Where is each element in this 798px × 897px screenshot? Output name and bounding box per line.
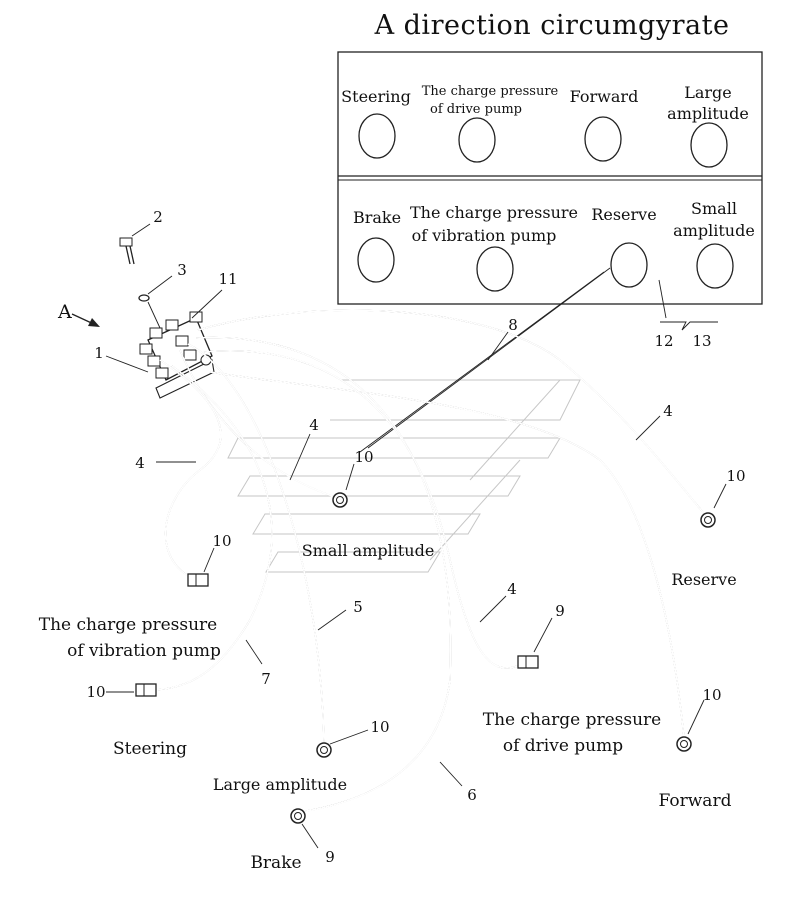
part-number-9-drive: 9 — [555, 602, 565, 620]
port-steering — [358, 113, 396, 159]
hose-label-steering: Steering — [113, 739, 187, 759]
part-number-8: 8 — [508, 316, 518, 334]
part-number-2: 2 — [153, 208, 163, 226]
fitting-vibration — [187, 573, 209, 587]
fitting-small-amplitude — [332, 492, 348, 508]
fitting-charge-drive — [517, 655, 539, 669]
panel-label-charge-vib-2: of vibration pump — [412, 226, 557, 245]
port-forward — [584, 116, 622, 162]
part-number-4-right: 4 — [507, 580, 517, 598]
fitting-large-amplitude — [316, 742, 332, 758]
port-charge-vibration — [476, 246, 514, 292]
hose-label-forward: Forward — [659, 791, 732, 811]
panel-label-small-amp-2: amplitude — [673, 221, 755, 240]
washer — [138, 294, 150, 302]
part-number-9-brake: 9 — [325, 848, 335, 866]
hose-label-charge-vibration-1: The charge pressure — [39, 615, 217, 635]
callout-13: 13 — [692, 332, 711, 350]
hose-label-brake: Brake — [250, 853, 301, 873]
part-number-4-mid: 4 — [309, 416, 319, 434]
hose-label-charge-drive-1: The charge pressure — [483, 710, 661, 730]
panel-label-forward: Forward — [570, 87, 639, 106]
panel-label-small-amp-1: Small — [691, 199, 737, 218]
view-marker: A — [57, 301, 72, 323]
hoses — [149, 309, 707, 813]
port-large-amplitude — [690, 122, 728, 168]
part-number-10-large: 10 — [370, 718, 389, 736]
part-number-3: 3 — [177, 261, 187, 279]
hose-label-charge-drive-2: of drive pump — [503, 736, 623, 756]
panel-label-charge-vib-1: The charge pressure — [410, 203, 578, 222]
panel-label-brake: Brake — [353, 208, 401, 227]
bolt — [119, 237, 135, 265]
port-small-amplitude — [696, 243, 734, 289]
port-panel: Steering The charge pressure of drive pu… — [337, 51, 763, 350]
fitting-forward — [676, 736, 692, 752]
port-charge-drive — [458, 117, 496, 163]
part-number-10-forward: 10 — [702, 686, 721, 704]
panel-label-charge-drive-2: of drive pump — [430, 102, 522, 117]
fitting-brake — [290, 808, 306, 824]
fitting-reserve — [700, 512, 716, 528]
part-number-4-top: 4 — [663, 402, 673, 420]
manifold-block — [139, 311, 215, 399]
panel-label-large-amp-2: amplitude — [667, 104, 749, 123]
port-brake — [357, 237, 395, 283]
panel-label-large-amp-1: Large — [684, 83, 732, 102]
hose-label-reserve: Reserve — [671, 570, 736, 589]
part-number-5: 5 — [353, 598, 363, 616]
part-number-6: 6 — [467, 786, 477, 804]
part-number-7: 7 — [261, 670, 271, 688]
part-number-10-steering: 10 — [86, 683, 105, 701]
hose-label-charge-vibration-2: of vibration pump — [67, 641, 221, 661]
part-number-10-reserve: 10 — [726, 467, 745, 485]
panel-label-steering: Steering — [341, 87, 411, 106]
view-arrow-a: A — [57, 301, 100, 327]
diagram-title: A direction circumgyrate — [374, 10, 730, 41]
fitting-steering — [135, 683, 157, 697]
port-reserve — [610, 242, 648, 288]
part-number-10-vibration: 10 — [212, 532, 231, 550]
callout-12: 12 — [654, 332, 673, 350]
part-number-10-small: 10 — [354, 448, 373, 466]
panel-label-reserve: Reserve — [591, 205, 656, 224]
part-number-11: 11 — [218, 270, 237, 288]
panel-label-charge-drive-1: The charge pressure — [422, 84, 559, 99]
part-number-4-left: 4 — [135, 454, 145, 472]
hose-label-large-amplitude: Large amplitude — [213, 775, 347, 794]
hose-label-small-amplitude: Small amplitude — [302, 541, 435, 560]
part-number-1: 1 — [94, 344, 104, 362]
